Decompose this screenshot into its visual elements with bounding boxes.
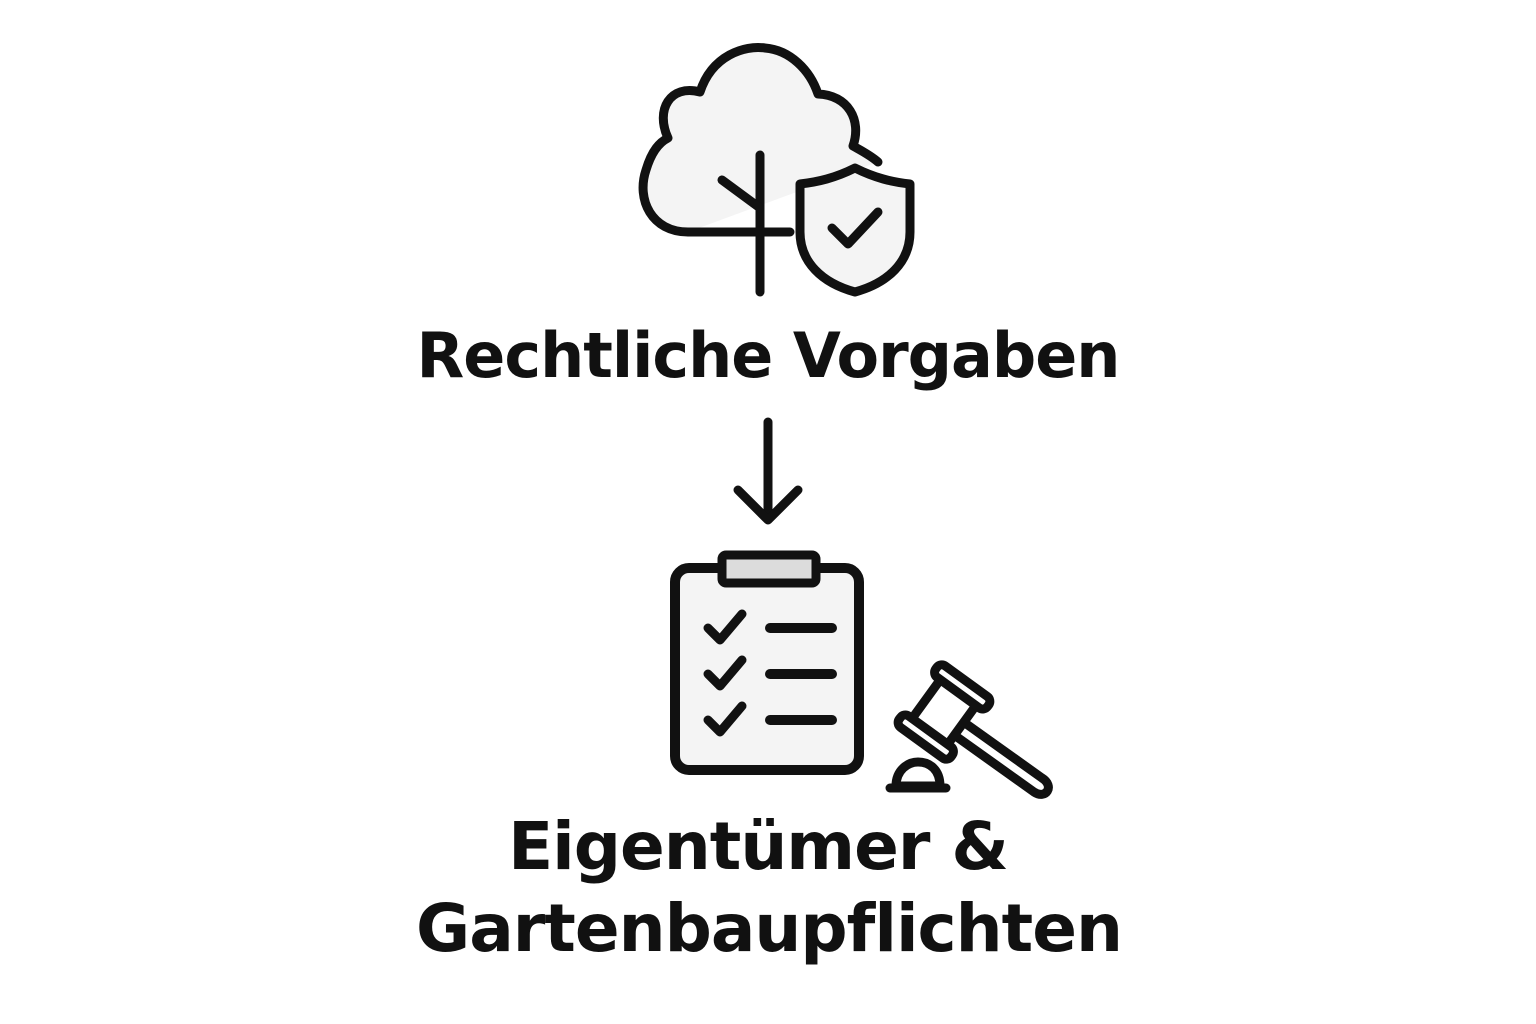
gavel-icon <box>885 660 1053 799</box>
bottom-node-label: Eigentümer & Gartenbaupflichten <box>0 806 1536 970</box>
bottom-node-label-line2: Gartenbaupflichten <box>416 890 1123 967</box>
arrow-down-icon <box>733 417 803 525</box>
top-node-label: Rechtliche Vorgaben <box>416 319 1121 392</box>
bottom-node-label-line1: Eigentümer & <box>508 808 1009 885</box>
shield-check-icon <box>795 163 915 297</box>
clipboard-checklist-icon <box>670 550 864 775</box>
tree-icon <box>638 43 883 297</box>
